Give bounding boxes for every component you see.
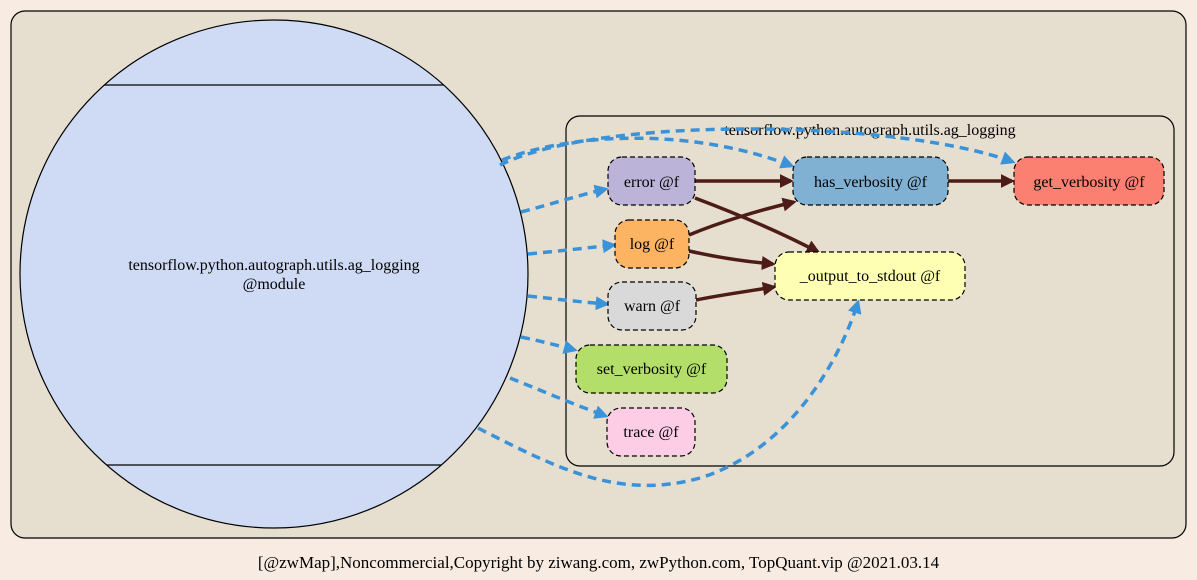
node-has-verbosity-label: has_verbosity @f (814, 174, 928, 191)
node-trace-label: trace @f (623, 424, 679, 441)
edge-log-has-verbosity (688, 197, 797, 237)
copyright-footer: [@zwMap],Noncommercial,Copyright by ziwa… (257, 553, 940, 572)
edge-module-has-verbosity (501, 136, 795, 169)
edge-module-warn (527, 294, 610, 311)
node-get-verbosity-label: get_verbosity @f (1033, 174, 1145, 191)
module-node[interactable]: tensorflow.python.autograph.utils.ag_log… (19, 19, 530, 529)
cluster-title: tensorflow.python.autograph.utils.ag_log… (724, 122, 1015, 139)
edge-module-log (527, 239, 617, 256)
edge-log-output (688, 249, 776, 271)
node-log[interactable]: log @f (614, 219, 690, 269)
edge-module-set-verbosity (520, 335, 578, 354)
dependency-diagram: tensorflow.python.autograph.utils.ag_log… (10, 10, 1187, 539)
node-set-verbosity[interactable]: set_verbosity @f (575, 344, 728, 394)
edge-module-error (520, 184, 609, 214)
edge-module-get-verbosity (499, 127, 1016, 167)
node-set-verbosity-label: set_verbosity @f (597, 361, 707, 378)
node-output-to-stdout-label: _output_to_stdout @f (799, 268, 941, 285)
edge-module-output-to-stdout (477, 299, 862, 488)
module-name: tensorflow.python.autograph.utils.ag_log… (128, 257, 419, 274)
node-warn-label: warn @f (624, 298, 681, 315)
edge-warn-output (695, 281, 777, 302)
module-type-label: @module (243, 276, 306, 293)
edge-error-output (694, 196, 821, 254)
node-error[interactable]: error @f (607, 156, 696, 206)
call-edges (688, 174, 1015, 302)
node-warn[interactable]: warn @f (607, 281, 697, 331)
node-error-label: error @f (624, 174, 680, 191)
node-trace[interactable]: trace @f (606, 407, 696, 457)
node-output-to-stdout[interactable]: _output_to_stdout @f (774, 251, 966, 301)
cluster-box (565, 115, 1175, 467)
node-has-verbosity[interactable]: has_verbosity @f (792, 156, 949, 206)
import-edges (477, 127, 1016, 488)
node-get-verbosity[interactable]: get_verbosity @f (1013, 156, 1165, 206)
edge-module-trace (509, 376, 609, 419)
node-log-label: log @f (630, 236, 675, 253)
